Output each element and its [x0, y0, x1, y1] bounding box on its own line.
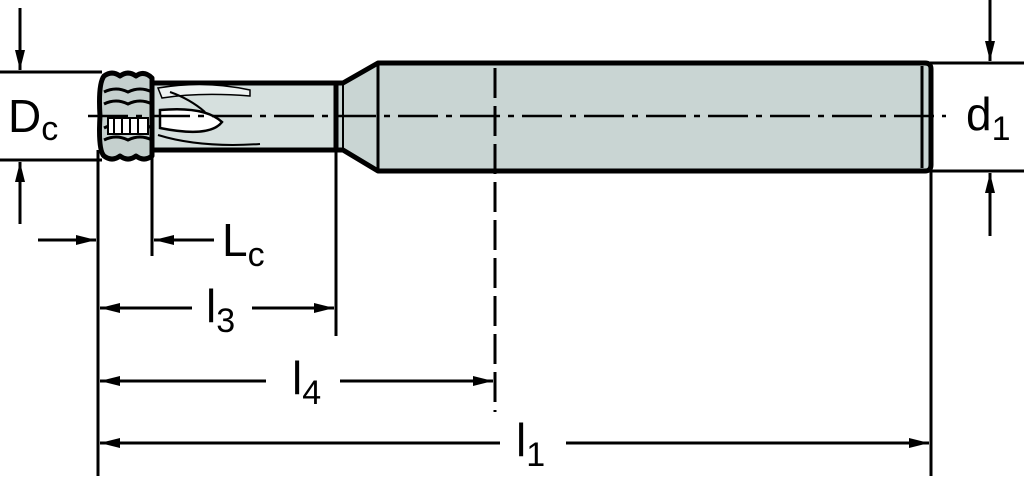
- thread-teeth: [103, 87, 153, 142]
- label-l4: l4: [292, 352, 321, 412]
- label-Lc: Lc: [222, 214, 265, 274]
- label-Dc: Dc: [8, 90, 58, 148]
- label-l3: l3: [206, 280, 235, 340]
- label-l1: l1: [516, 414, 545, 474]
- dimension-lines: [15, 0, 995, 448]
- extension-lines: [0, 61, 1024, 476]
- dimension-labels: Dc d1 Lc l3 l4 l1: [8, 88, 1011, 474]
- label-d1: d1: [966, 88, 1011, 148]
- thread-groove-lines: [113, 118, 139, 134]
- flute-lower: [157, 134, 261, 146]
- flute-upper: [169, 91, 206, 113]
